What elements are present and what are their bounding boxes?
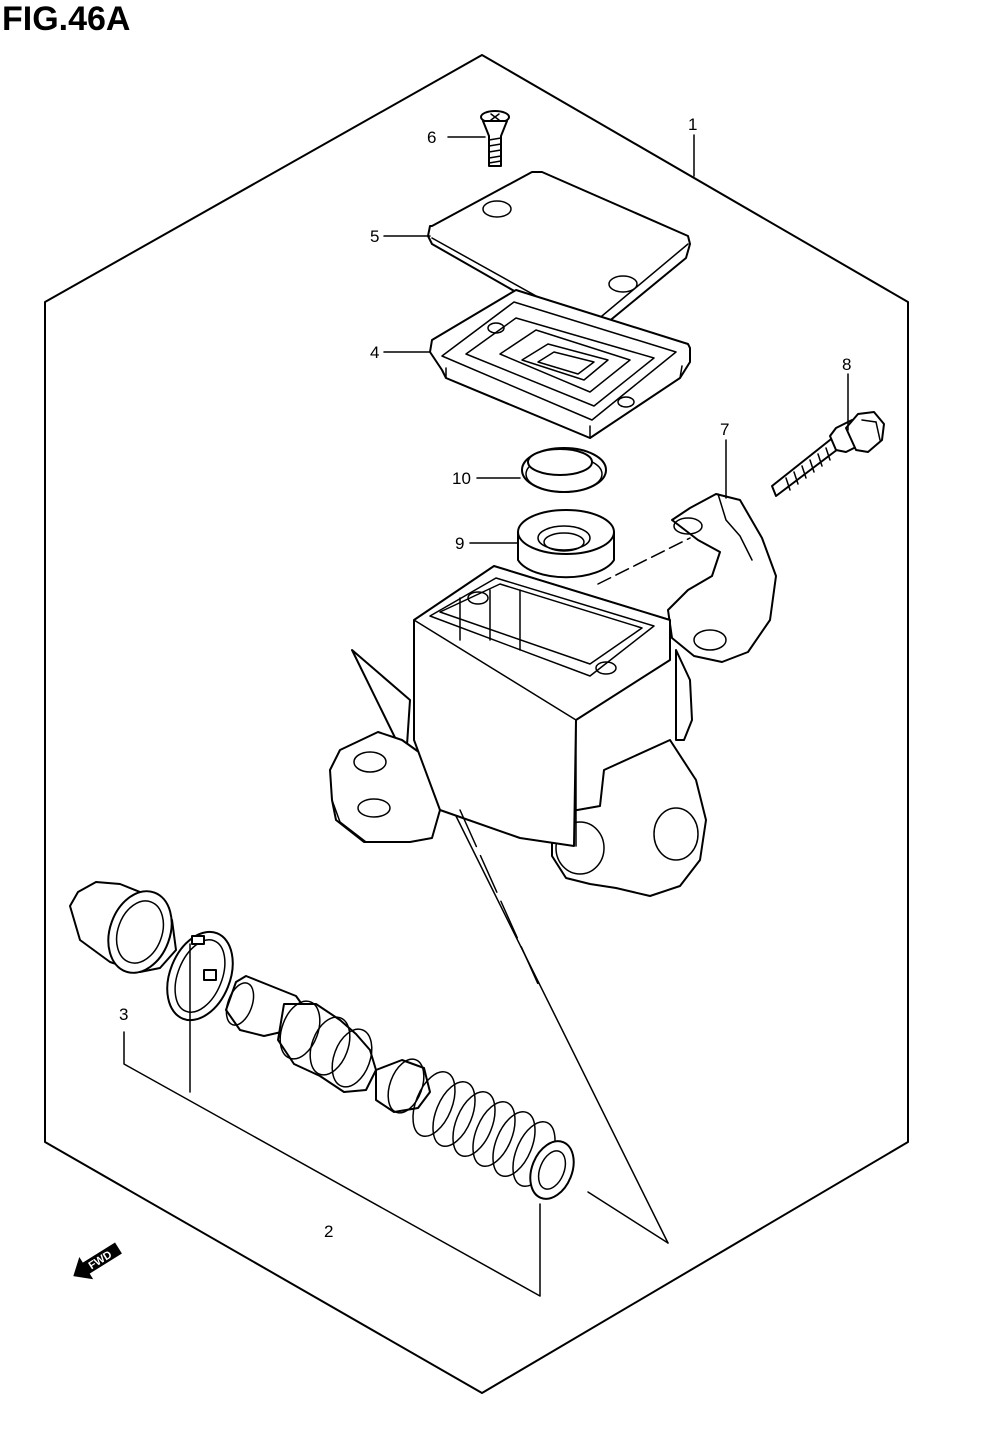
callout-10: 10 [452, 469, 471, 488]
callout-labels: 1 2 3 4 5 6 7 8 9 10 [119, 115, 851, 1241]
callout-4: 4 [370, 343, 379, 362]
callout-1: 1 [688, 115, 697, 134]
callout-5: 5 [370, 227, 379, 246]
circlip [166, 930, 234, 1022]
diaphragm-part-4 [429, 289, 691, 439]
guide-line [451, 807, 669, 1244]
plate-part-10 [521, 447, 607, 493]
piston-spring-assembly [225, 975, 575, 1200]
callout-7: 7 [720, 420, 729, 439]
holder-part-7 [667, 493, 777, 663]
master-cylinder-body [329, 537, 707, 985]
guide-line [587, 1191, 669, 1244]
callout-9: 9 [455, 534, 464, 553]
bushing-part-9 [517, 509, 615, 579]
figure-title: FIG.46A [2, 0, 131, 38]
assembly-hexagon-outline [44, 54, 909, 1394]
bolt-part-8 [771, 411, 885, 497]
callout-8: 8 [842, 355, 851, 374]
leader-lines [123, 134, 849, 1297]
callout-3: 3 [119, 1005, 128, 1024]
boot-part-3 [69, 881, 177, 974]
callout-6: 6 [427, 128, 436, 147]
callout-2: 2 [324, 1222, 333, 1241]
fwd-arrow-icon: FWD [73, 1242, 122, 1280]
screw-part-6 [480, 110, 510, 167]
